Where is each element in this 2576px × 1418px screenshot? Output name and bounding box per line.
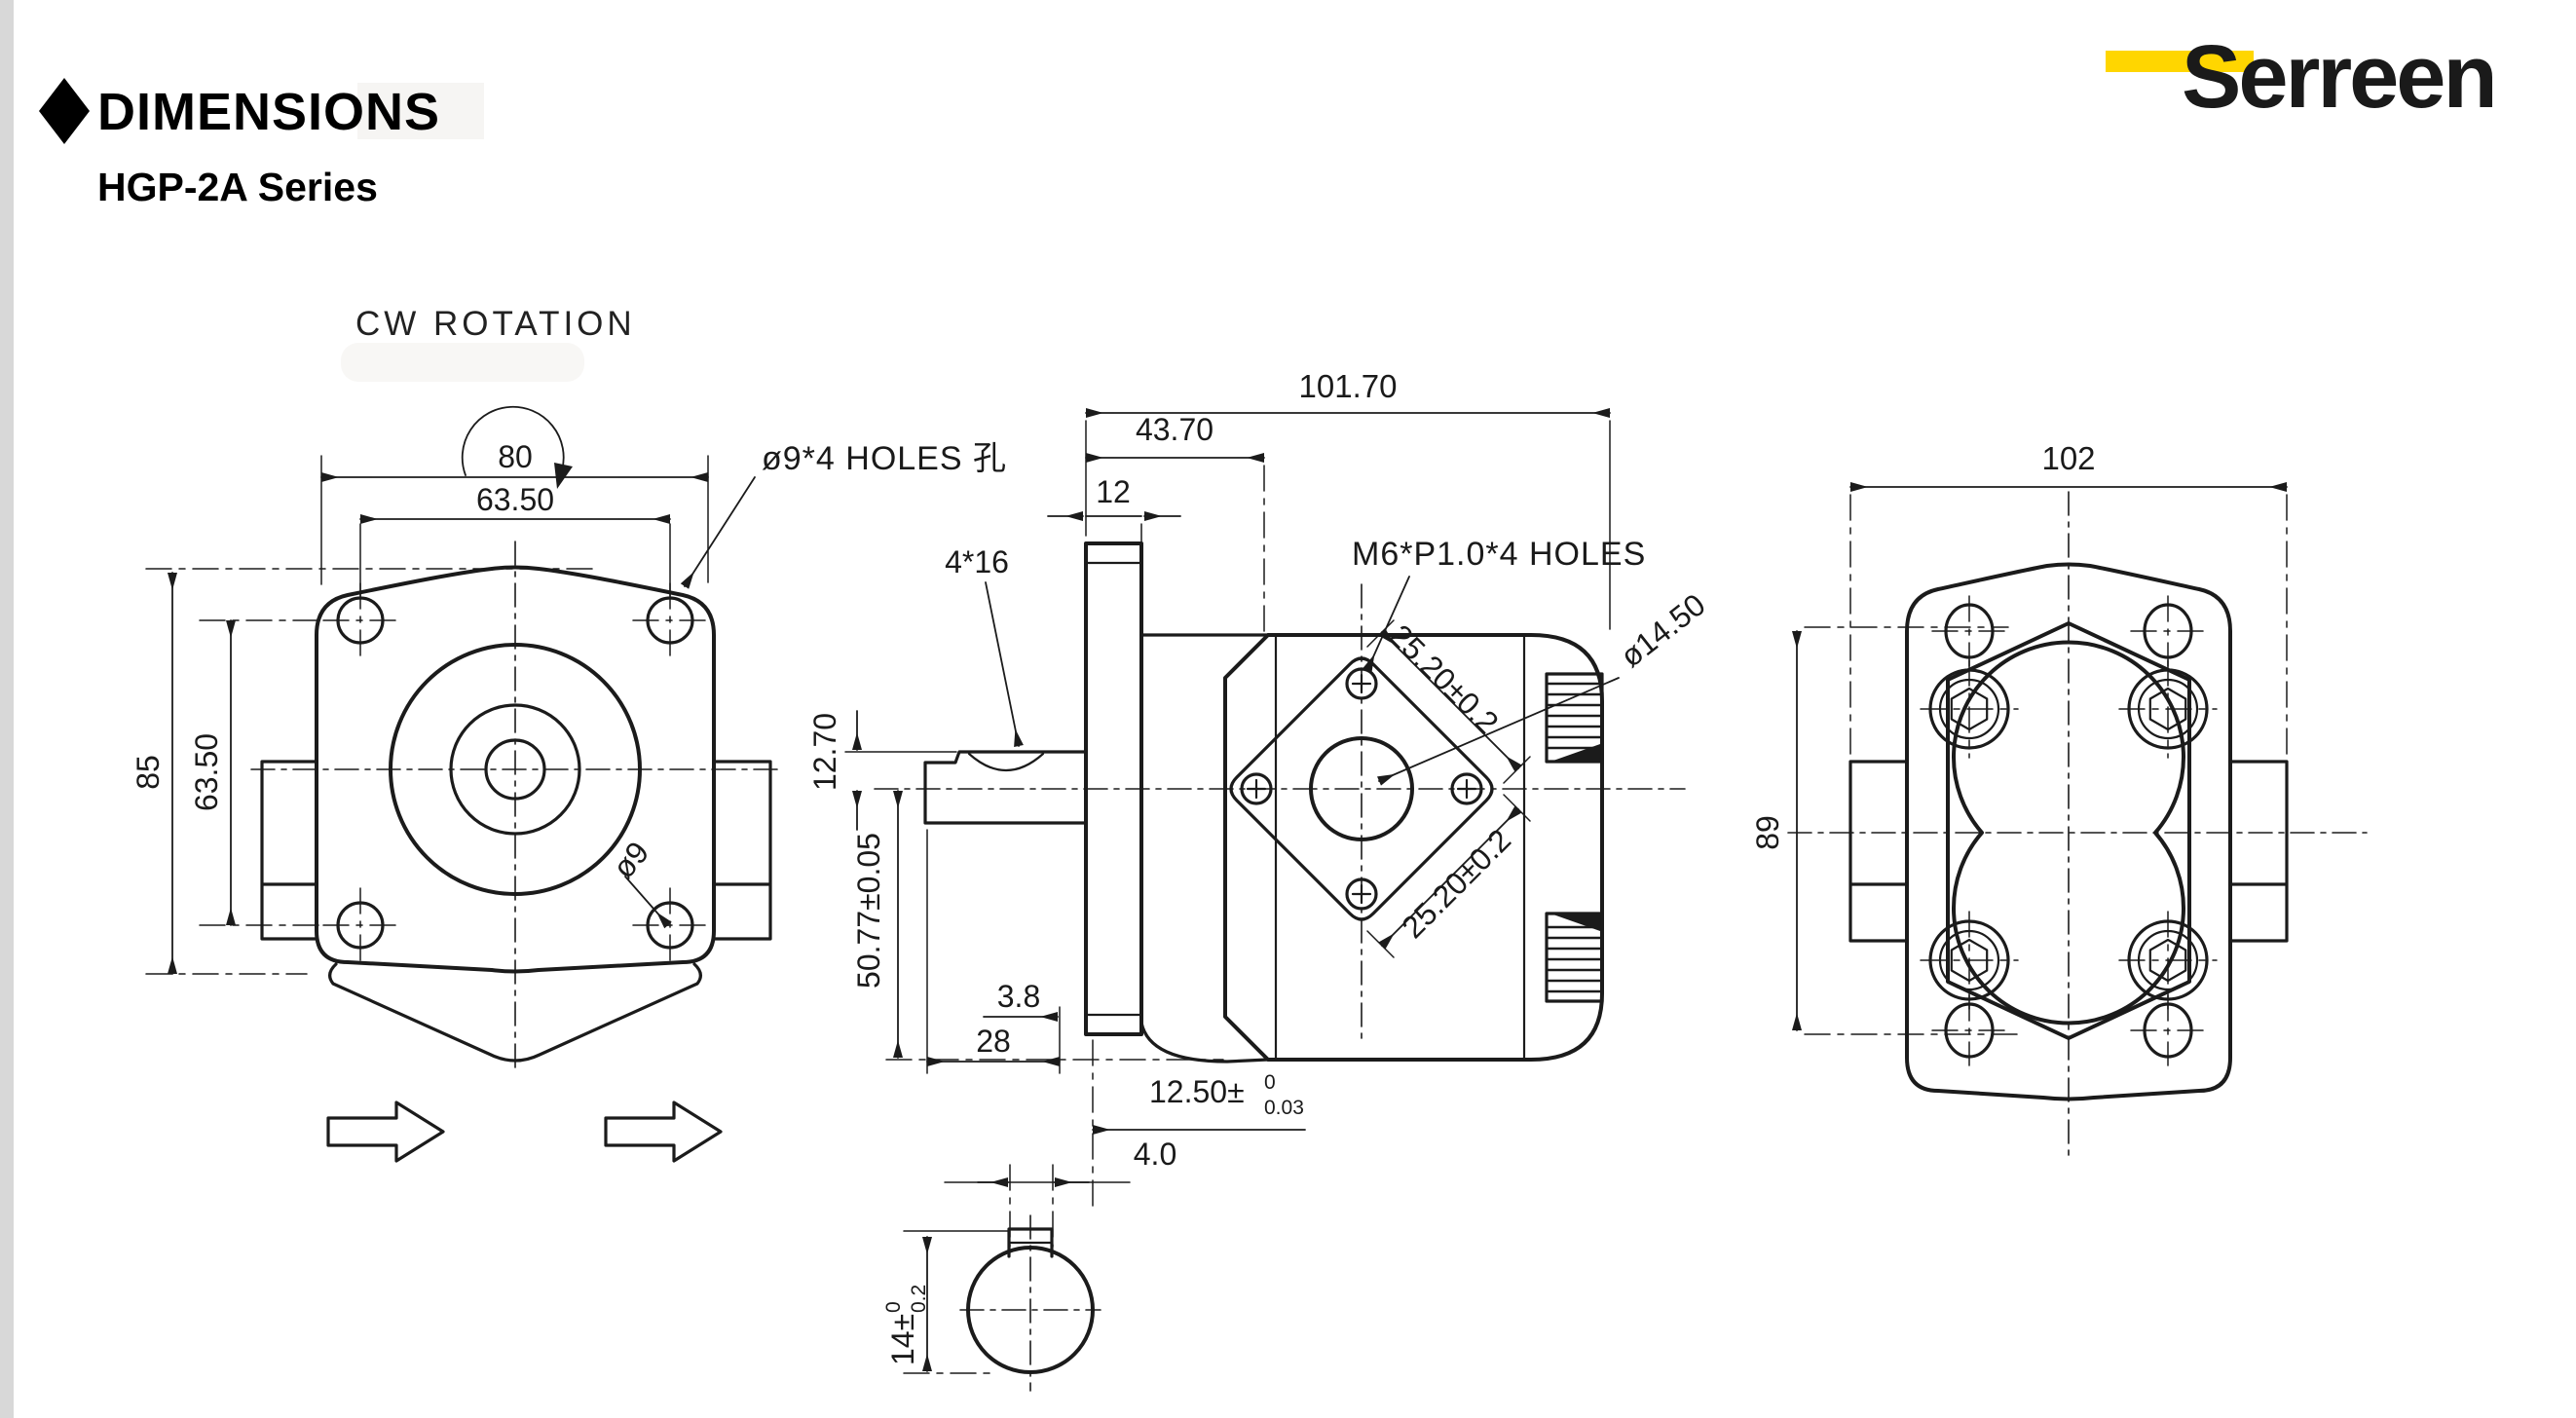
dim-step-label: 3.8	[997, 979, 1040, 1014]
dim-front-bolt-spacing-v-label: 63.50	[189, 733, 224, 811]
dim-rear-height-label: 89	[1750, 815, 1785, 850]
front-hole-note-label: ø9*4 HOLES 孔	[762, 440, 1007, 477]
dim-front-length-label: 43.70	[1136, 412, 1213, 447]
logo-dash-icon	[2106, 51, 2254, 72]
front-view: CW ROTATION	[131, 305, 1007, 1163]
key-spec-label: 4*16	[945, 544, 1009, 579]
dim-center-height-label: 50.77±0.05	[851, 833, 886, 989]
dim-flange-thickness-label: 12	[1096, 474, 1131, 509]
side-view-dimensions: 101.70 43.70 12 4*16 12.70 50.77±0.05	[807, 368, 1712, 1374]
side-view: 101.70 43.70 12 4*16 12.70 50.77±0.05	[807, 368, 1712, 1392]
page-title: DIMENSIONS	[97, 83, 440, 141]
rear-view-dimensions: 102 89	[1750, 440, 2288, 1035]
dim-key-length-tol-lower: 0.03	[1264, 1097, 1304, 1119]
side-view-ports	[1545, 672, 1604, 1003]
page-subtitle: HGP-2A Series	[97, 165, 378, 209]
front-hole-dia-label: ø9	[606, 835, 656, 885]
side-view-shaft	[923, 750, 1088, 825]
diamond-bullet-icon	[39, 78, 90, 144]
dim-total-length-label: 101.70	[1299, 368, 1398, 404]
rear-cover-bolts	[1920, 659, 2218, 1010]
dim-rear-width-label: 102	[2041, 440, 2095, 476]
thread-note-label: M6*P1.0*4 HOLES	[1352, 536, 1646, 573]
dim-key-height-label: 12.70	[807, 713, 842, 791]
dim-front-height-label: 85	[131, 755, 166, 790]
dim-key-length-tol-upper: 0	[1264, 1071, 1276, 1094]
rear-view-centerlines	[1787, 491, 2368, 1160]
dim-front-width-label: 80	[498, 439, 533, 474]
dim-pilot-dia-label: ø14.50	[1614, 586, 1712, 674]
rear-view: 102 89	[1750, 440, 2368, 1160]
side-view-body	[1139, 633, 1604, 1064]
rear-view-flange	[1848, 562, 2289, 1101]
dim-shaft-flat-label: 14±	[885, 1314, 920, 1365]
header: DIMENSIONS HGP-2A Series	[39, 78, 440, 209]
dim-front-bolt-spacing-h-label: 63.50	[476, 482, 554, 517]
scan-artifact-2	[341, 343, 584, 382]
front-view-dimensions: 80 63.50 85 63.50 ø9*4 HOLES 孔 ø9	[131, 439, 1007, 975]
dim-key-length-label: 12.50±	[1149, 1074, 1245, 1109]
logo-text: Serreen	[2182, 27, 2495, 127]
dim-shaft-length-label: 28	[976, 1024, 1011, 1059]
dim-key-width-label: 4.0	[1134, 1137, 1176, 1172]
dim-port-square-lower-label: 25.20±0.2	[1395, 822, 1517, 945]
front-view-centerlines	[250, 541, 782, 1070]
dim-shaft-flat-tol-upper: 0	[882, 1301, 905, 1313]
rear-cover-outline	[1946, 621, 2191, 1040]
scan-artifact	[357, 83, 484, 139]
flow-direction-arrows	[326, 1101, 723, 1163]
dim-shaft-flat-tol-lower: 0.2	[908, 1285, 930, 1313]
brand-logo: Serreen	[2106, 27, 2498, 127]
shaft-section	[959, 1214, 1101, 1392]
page-edge-strip	[0, 0, 14, 1418]
rear-body-outline	[1952, 640, 2185, 1026]
front-view-outline	[260, 565, 772, 1063]
front-view-caption: CW ROTATION	[355, 305, 636, 343]
side-view-flange-plate	[1084, 541, 1143, 1036]
